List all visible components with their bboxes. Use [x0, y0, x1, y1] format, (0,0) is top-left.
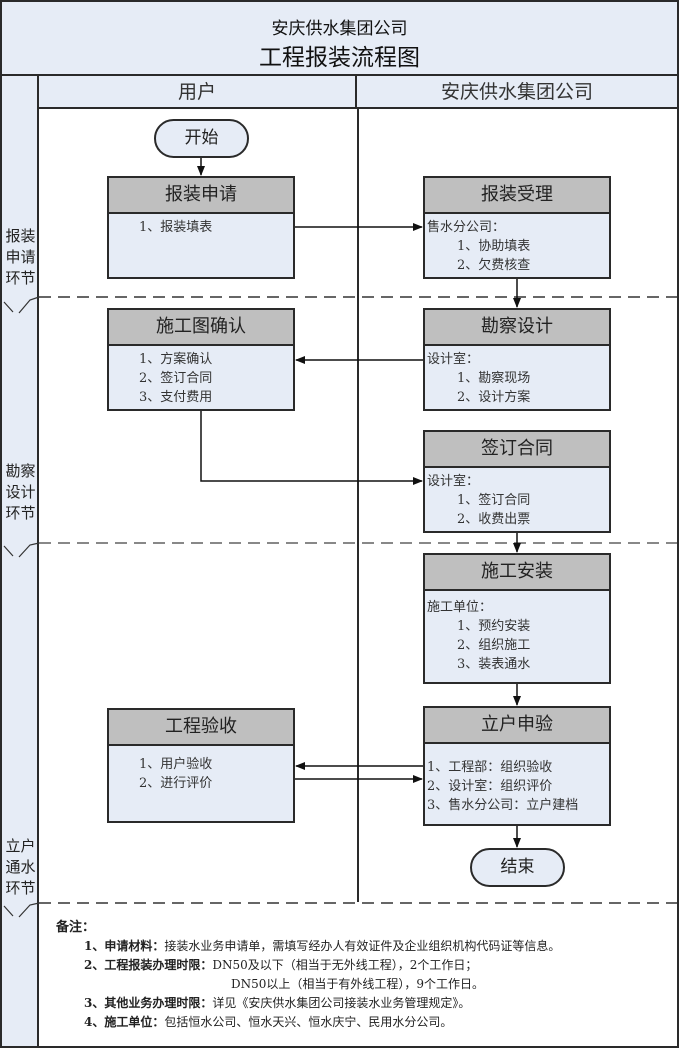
box-item: 3、售水分公司：立户建档	[427, 798, 579, 813]
process-box-apply: 报装申请 1、报装填表	[107, 176, 295, 279]
box-item: 1、报装填表	[139, 220, 213, 235]
note-text: 接装水业务申请单，需填写经办人有效证件及企业组织机构代码证等信息。	[164, 939, 561, 953]
process-box-account: 立户申验 1、工程部：组织验收 2、设计室：组织评价 3、售水分公司：立户建档	[423, 706, 611, 826]
box-item: 2、进行评价	[139, 776, 213, 791]
process-box-contract: 签订合同 设计室： 1、签订合同 2、收费出票	[423, 430, 611, 533]
box-item: 1、工程部：组织验收	[427, 760, 553, 775]
note-item: 1、申请材料：接装水业务申请单，需填写经办人有效证件及企业组织机构代码证等信息。	[56, 937, 666, 956]
phase-label-line: 通水	[5, 858, 36, 876]
phase-label-line: 设计	[5, 483, 36, 501]
box-org: 售水分公司：	[427, 220, 506, 235]
notes-section: 备注： 1、申请材料：接装水业务申请单，需填写经办人有效证件及企业组织机构代码证…	[56, 918, 666, 1032]
box-title: 报装申请	[109, 178, 293, 214]
note-label: 3、其他业务办理时限：	[84, 996, 213, 1010]
process-box-confirm: 施工图确认 1、方案确认 2、签订合同 3、支付费用	[107, 308, 295, 411]
phase-label-connect: 立户 通水 环节	[2, 836, 39, 899]
start-terminal: 开始	[154, 119, 249, 158]
box-org: 设计室：	[427, 474, 480, 489]
notes-title: 备注：	[56, 920, 96, 935]
phase-label-line: 勘察	[5, 462, 36, 480]
phase-label-line: 环节	[5, 504, 36, 522]
note-text: DN50及以下（相当于无外线工程），2个工作日；	[212, 958, 478, 972]
box-title: 立户申验	[425, 708, 609, 744]
lane-divider	[357, 109, 359, 902]
lane-header-user: 用户	[39, 76, 357, 109]
note-continuation: DN50以上（相当于有外线工程），9个工作日。	[231, 977, 485, 991]
box-title: 签订合同	[425, 432, 609, 468]
phase-label-line: 环节	[5, 879, 36, 897]
lane-header-company: 安庆供水集团公司	[357, 76, 677, 109]
process-box-inspect: 工程验收 1、用户验收 2、进行评价	[107, 708, 295, 823]
box-item: 2、签订合同	[139, 371, 213, 386]
process-box-accept: 报装受理 售水分公司： 1、协助填表 2、欠费核查	[423, 176, 611, 279]
box-item: 3、支付费用	[139, 390, 213, 405]
box-item: 1、协助填表	[457, 239, 531, 254]
box-title: 勘察设计	[425, 310, 609, 346]
box-item: 1、勘察现场	[457, 371, 531, 386]
title-bar: 安庆供水集团公司 工程报装流程图	[0, 0, 679, 76]
box-title: 报装受理	[425, 178, 609, 214]
note-label: 2、工程报装办理时限：	[84, 958, 213, 972]
box-item: 1、预约安装	[457, 619, 531, 634]
phase-label-line: 报装	[5, 227, 36, 245]
note-label: 4、施工单位：	[84, 1015, 165, 1029]
diagram-title: 工程报装流程图	[259, 45, 420, 71]
phase-label-line: 申请	[5, 248, 36, 266]
phase-column	[2, 76, 39, 1046]
phase-label-line: 环节	[5, 269, 36, 287]
process-box-survey: 勘察设计 设计室： 1、勘察现场 2、设计方案	[423, 308, 611, 411]
note-label: 1、申请材料：	[84, 939, 165, 953]
box-title: 工程验收	[109, 710, 293, 746]
box-item: 1、用户验收	[139, 757, 213, 772]
note-text: 详见《安庆供水集团公司接装水业务管理规定》。	[212, 996, 471, 1010]
box-org: 施工单位：	[427, 600, 493, 615]
box-title: 施工安装	[425, 555, 609, 591]
box-org: 设计室：	[427, 352, 480, 367]
box-item: 2、组织施工	[457, 638, 531, 653]
phase-label-apply: 报装 申请 环节	[2, 226, 39, 289]
box-item: 2、欠费核查	[457, 258, 531, 273]
note-item: 2、工程报装办理时限：DN50及以下（相当于无外线工程），2个工作日；	[56, 956, 666, 975]
box-item: 2、设计方案	[457, 390, 531, 405]
box-item: 3、装表通水	[457, 657, 531, 672]
company-name: 安庆供水集团公司	[271, 19, 408, 39]
note-item: 3、其他业务办理时限：详见《安庆供水集团公司接装水业务管理规定》。	[56, 994, 666, 1013]
end-terminal: 结束	[470, 848, 565, 887]
phase-label-line: 立户	[5, 837, 36, 855]
process-box-install: 施工安装 施工单位： 1、预约安装 2、组织施工 3、装表通水	[423, 553, 611, 684]
box-item: 1、签订合同	[457, 493, 531, 508]
box-item: 2、设计室：组织评价	[427, 779, 553, 794]
box-item: 2、收费出票	[457, 512, 531, 527]
note-text: 包括恒水公司、恒水天兴、恒水庆宁、民用水分公司。	[164, 1015, 453, 1029]
box-title: 施工图确认	[109, 310, 293, 346]
phase-label-survey: 勘察 设计 环节	[2, 461, 39, 524]
note-item: 4、施工单位：包括恒水公司、恒水天兴、恒水庆宁、民用水分公司。	[56, 1013, 666, 1032]
box-item: 1、方案确认	[139, 352, 213, 367]
